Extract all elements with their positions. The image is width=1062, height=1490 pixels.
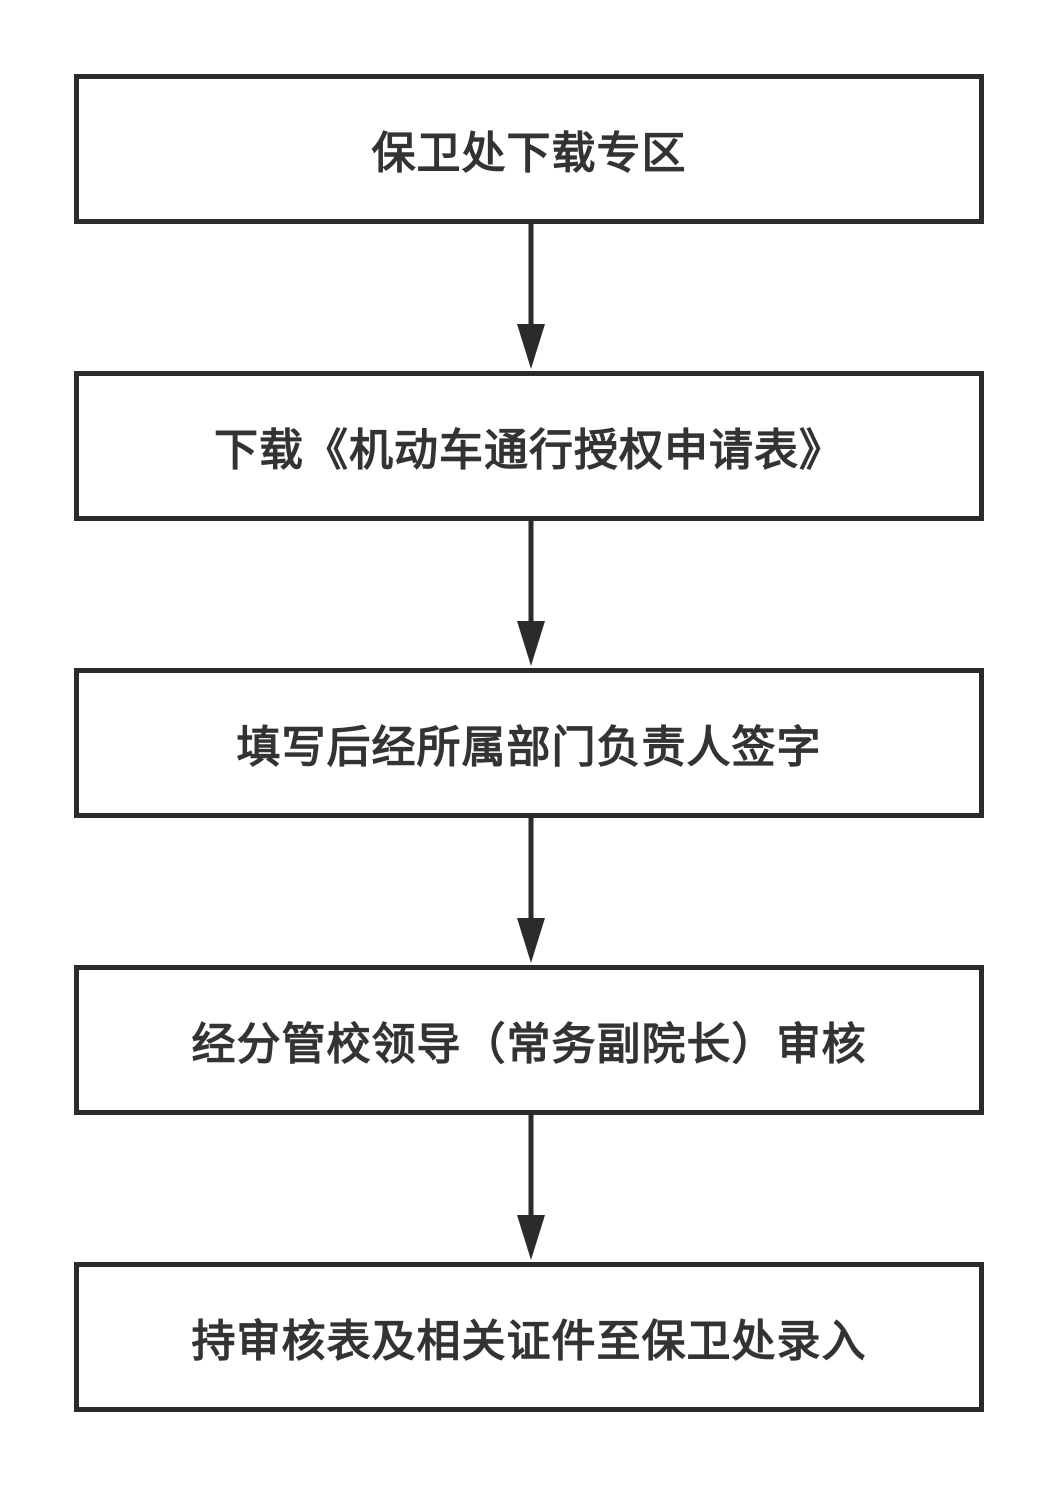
step-label: 经分管校领导（常务副院长）审核: [191, 1019, 867, 1070]
step-box-leader-review: 经分管校领导（常务副院长）审核: [74, 965, 984, 1115]
step-label: 下载《机动车通行授权申请表》: [214, 425, 844, 476]
step-label: 填写后经所属部门负责人签字: [236, 722, 822, 773]
step-box-download-form: 下载《机动车通行授权申请表》: [74, 371, 984, 521]
arrow-down-icon: [517, 521, 545, 666]
step-box-security-entry: 持审核表及相关证件至保卫处录入: [74, 1262, 984, 1412]
step-label: 持审核表及相关证件至保卫处录入: [191, 1316, 867, 1367]
arrow-down-icon: [517, 818, 545, 963]
step-box-download-area: 保卫处下载专区: [74, 74, 984, 224]
arrow-down-icon: [517, 224, 545, 369]
step-label: 保卫处下载专区: [371, 128, 687, 179]
step-box-department-signature: 填写后经所属部门负责人签字: [74, 668, 984, 818]
arrow-down-icon: [517, 1115, 545, 1260]
